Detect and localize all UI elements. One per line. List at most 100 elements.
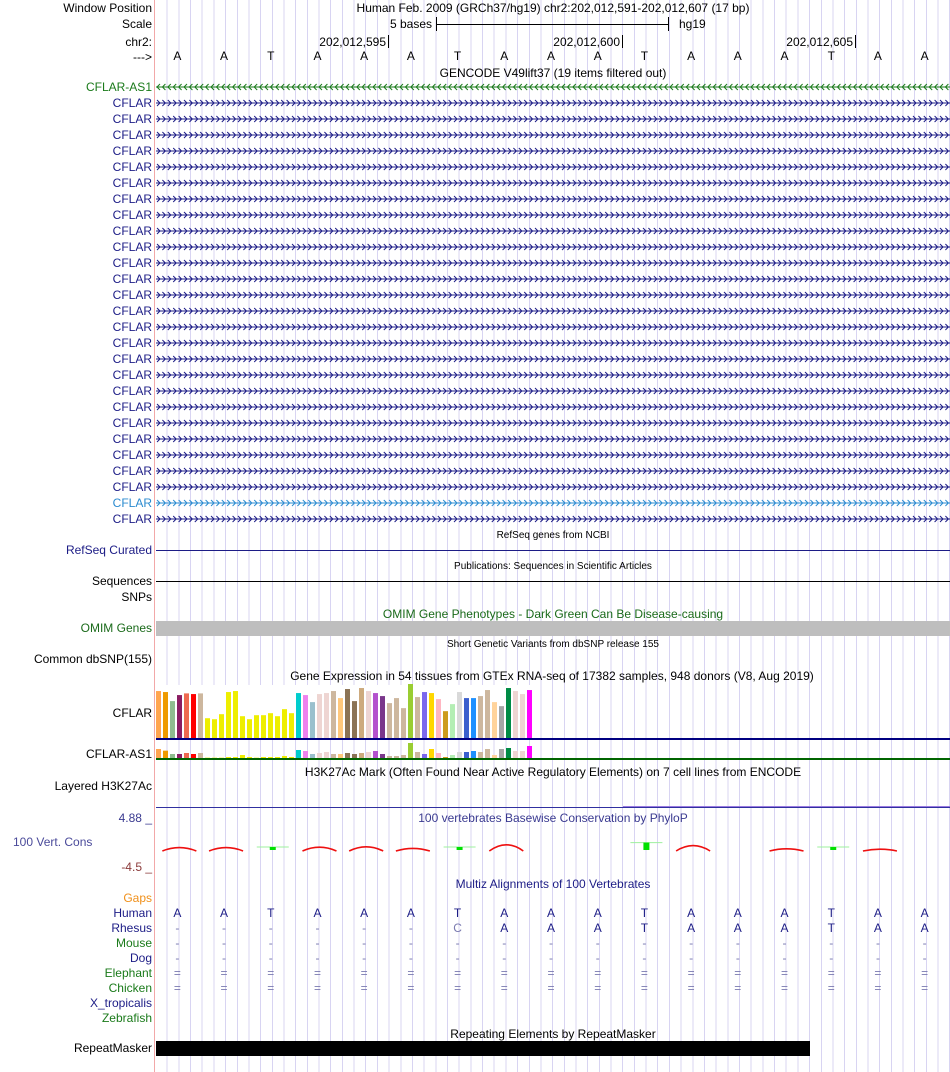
gene-label[interactable]: CFLAR — [112, 480, 152, 494]
gene-label[interactable]: CFLAR — [112, 304, 152, 318]
gene-forward-arrows[interactable] — [156, 403, 950, 411]
gene-forward-arrows[interactable] — [156, 259, 950, 267]
repeatmasker-track-label[interactable]: RepeatMasker — [73, 1041, 152, 1055]
gene-forward-arrows[interactable] — [156, 419, 950, 427]
gtex-tissue-bar[interactable] — [275, 716, 280, 738]
gene-label[interactable]: CFLAR — [112, 128, 152, 142]
gtex-tissue-bar[interactable] — [303, 695, 308, 738]
gtex-tissue-bar[interactable] — [352, 701, 357, 738]
gene-forward-arrows[interactable] — [156, 115, 950, 123]
gene-forward-arrows[interactable] — [156, 227, 950, 235]
gtex-tissue-bar[interactable] — [296, 750, 301, 758]
gtex-tissue-bar[interactable] — [520, 694, 525, 738]
gtex-tissue-bar[interactable] — [275, 757, 280, 758]
gene-label[interactable]: CFLAR — [112, 320, 152, 334]
gtex-tissue-bar[interactable] — [373, 751, 378, 758]
gtex-tissue-bar[interactable] — [513, 691, 518, 738]
species-label[interactable]: X_tropicalis — [89, 996, 152, 1010]
gene-label[interactable]: CFLAR — [112, 416, 152, 430]
gtex-tissue-bar[interactable] — [464, 698, 469, 738]
gene-forward-arrows[interactable] — [156, 179, 950, 187]
gtex-tissue-bar[interactable] — [247, 757, 252, 758]
species-label[interactable]: Chicken — [108, 981, 152, 995]
publications-track-label[interactable]: Sequences — [91, 574, 152, 588]
gene-label[interactable]: CFLAR — [112, 256, 152, 270]
gtex-tissue-bar[interactable] — [436, 753, 441, 758]
gtex-tissue-bar[interactable] — [352, 754, 357, 758]
gene-forward-arrows[interactable] — [156, 147, 950, 155]
gene-forward-arrows[interactable] — [156, 131, 950, 139]
gtex-tissue-bar[interactable] — [198, 753, 203, 758]
gtex-tissue-bar[interactable] — [464, 752, 469, 758]
gtex-tissue-bar[interactable] — [401, 755, 406, 758]
species-label[interactable]: Mouse — [115, 936, 152, 950]
gtex-tissue-bar[interactable] — [387, 756, 392, 758]
gtex-tissue-bar[interactable] — [429, 749, 434, 758]
gene-label[interactable]: CFLAR — [112, 272, 152, 286]
gtex-tissue-bar[interactable] — [191, 754, 196, 758]
gtex-tissue-bar[interactable] — [450, 704, 455, 738]
gene-forward-arrows[interactable] — [156, 211, 950, 219]
gtex-tissue-bar[interactable] — [387, 703, 392, 738]
omim-gene-bar[interactable] — [156, 621, 950, 636]
gene-forward-arrows[interactable] — [156, 163, 950, 171]
gene-label[interactable]: CFLAR — [112, 368, 152, 382]
repeat-element-bar[interactable] — [156, 1041, 810, 1056]
gene-label[interactable]: CFLAR — [112, 288, 152, 302]
gtex-tissue-bar[interactable] — [380, 696, 385, 738]
gene-forward-arrows[interactable] — [156, 99, 950, 107]
gtex-tissue-bar[interactable] — [331, 754, 336, 758]
gene-label[interactable]: CFLAR — [112, 112, 152, 126]
gene-label[interactable]: CFLAR — [112, 512, 152, 526]
gene-label[interactable]: CFLAR — [112, 160, 152, 174]
gtex-tissue-bar[interactable] — [163, 750, 168, 758]
gtex-tissue-bar[interactable] — [394, 698, 399, 738]
gene-forward-arrows[interactable] — [156, 483, 950, 491]
gtex-tissue-bar[interactable] — [373, 693, 378, 738]
gtex-tissue-bar[interactable] — [499, 749, 504, 758]
gene-forward-arrows[interactable] — [156, 435, 950, 443]
gtex-tissue-bar[interactable] — [359, 688, 364, 738]
gtex-tissue-bar[interactable] — [394, 756, 399, 758]
gtex-tissue-bar[interactable] — [296, 693, 301, 738]
gene-forward-arrows[interactable] — [156, 307, 950, 315]
gene-forward-arrows[interactable] — [156, 387, 950, 395]
gtex-tissue-bar[interactable] — [163, 692, 168, 738]
gene-forward-arrows[interactable] — [156, 275, 950, 283]
gene-label[interactable]: CFLAR — [112, 464, 152, 478]
gtex-tissue-bar[interactable] — [282, 756, 287, 758]
gtex-tissue-bar[interactable] — [324, 693, 329, 738]
gene-label[interactable]: CFLAR — [112, 448, 152, 462]
gtex-tissue-bar[interactable] — [170, 701, 175, 738]
gtex-tissue-bar[interactable] — [450, 755, 455, 758]
gtex-tissue-bar[interactable] — [324, 752, 329, 758]
gtex-tissue-bar[interactable] — [359, 753, 364, 758]
gtex-tissue-bar[interactable] — [527, 746, 532, 758]
species-label[interactable]: Dog — [129, 951, 152, 965]
h3k27ac-track-label[interactable]: Layered H3K27Ac — [54, 779, 152, 793]
gtex-tissue-bar[interactable] — [268, 713, 273, 738]
gene-forward-arrows[interactable] — [156, 195, 950, 203]
gtex-tissue-bar[interactable] — [492, 755, 497, 758]
gtex-tissue-bar[interactable] — [317, 694, 322, 738]
gtex-tissue-bar[interactable] — [317, 753, 322, 758]
gtex-tissue-bar[interactable] — [226, 757, 231, 758]
multiz-gaps-label[interactable]: Gaps — [123, 891, 152, 905]
gtex-tissue-bar[interactable] — [310, 754, 315, 758]
gtex-tissue-bar[interactable] — [457, 752, 462, 758]
species-label[interactable]: Elephant — [104, 966, 152, 980]
gtex-tissue-bar[interactable] — [338, 754, 343, 758]
gtex-tissue-bar[interactable] — [506, 748, 511, 758]
gene-label[interactable]: CFLAR — [112, 96, 152, 110]
gene-forward-arrows[interactable] — [156, 291, 950, 299]
gtex-tissue-bar[interactable] — [261, 757, 266, 758]
gtex-tissue-bar[interactable] — [331, 691, 336, 738]
gtex-tissue-bar[interactable] — [478, 752, 483, 758]
gene-label[interactable]: CFLAR — [112, 336, 152, 350]
gtex-tissue-bar[interactable] — [261, 715, 266, 738]
gtex-tissue-bar[interactable] — [233, 757, 238, 758]
gtex-tissue-bar[interactable] — [457, 692, 462, 738]
snps-track-label[interactable]: SNPs — [121, 590, 152, 604]
gtex-tissue-bar[interactable] — [177, 754, 182, 758]
